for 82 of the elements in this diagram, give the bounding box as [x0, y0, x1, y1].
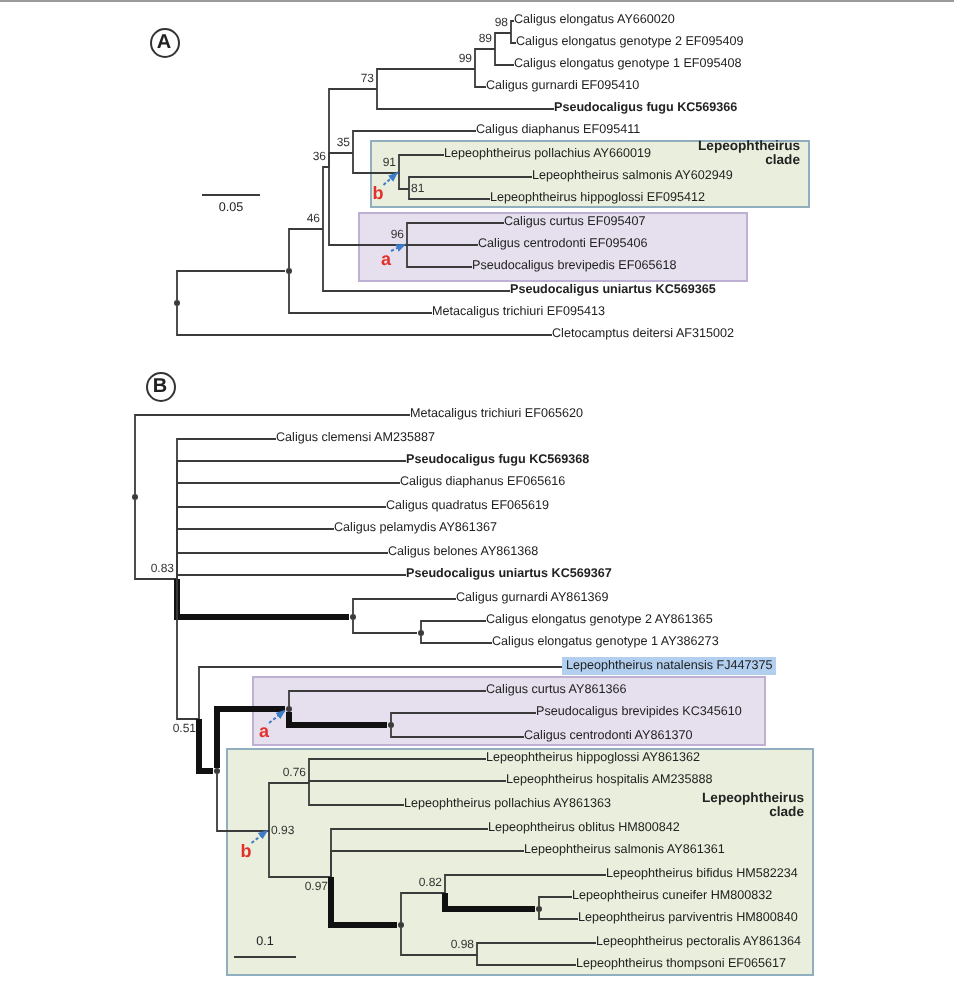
tree-branch — [376, 88, 555, 110]
thick-tree-branch — [214, 706, 285, 768]
tree-branch — [474, 68, 487, 88]
tree-branch — [176, 578, 200, 720]
tree-branch — [328, 166, 408, 246]
tree-branch — [288, 228, 324, 269]
tree-branch — [328, 152, 354, 168]
tree-branch — [474, 48, 496, 70]
arrow — [268, 708, 287, 724]
tree-branch — [406, 222, 505, 246]
tree-branch — [198, 666, 563, 720]
tree-branch — [398, 172, 410, 190]
thick-tree-branch — [442, 893, 535, 912]
panel-label: A — [149, 27, 179, 57]
clade-box — [358, 212, 748, 282]
tree-branch — [288, 273, 433, 314]
clade-box — [370, 140, 810, 208]
clade-letter: a — [259, 723, 269, 741]
tree-branch — [420, 635, 493, 644]
tree-branch — [476, 942, 597, 956]
panel-label: B — [145, 371, 175, 401]
tree-branch — [400, 927, 478, 956]
branch-node — [173, 299, 179, 305]
tree-branch — [538, 896, 573, 907]
clade-box — [252, 676, 766, 746]
arrow — [390, 243, 407, 252]
tree-branch — [322, 166, 330, 230]
clade-letter: a — [381, 251, 391, 269]
branch-node — [285, 267, 291, 273]
branch-node — [285, 705, 291, 711]
tree-branch — [268, 830, 332, 878]
tree-branch — [134, 414, 411, 495]
tree-branch — [308, 782, 405, 806]
tree-branch — [400, 892, 446, 923]
tree-branch — [308, 758, 487, 784]
tree-branch — [176, 305, 553, 336]
branch-node — [535, 905, 541, 911]
tree-branch — [510, 20, 515, 34]
tree-branch — [352, 152, 400, 174]
tree-branch — [390, 712, 537, 723]
tree-branch — [444, 874, 607, 894]
branch-node — [131, 493, 137, 499]
arrow — [250, 829, 269, 844]
branch-node — [417, 629, 423, 635]
clade-letter: b — [240, 843, 252, 861]
branch-node — [349, 613, 355, 619]
tree-branch — [352, 619, 418, 634]
tree-branch — [376, 68, 476, 90]
tree-branch — [352, 598, 457, 615]
tree-branch — [420, 620, 487, 631]
branch-node — [397, 921, 403, 927]
tree-branch — [390, 727, 525, 738]
tree-branch — [330, 850, 525, 878]
tree-branch — [176, 552, 389, 580]
clade-box — [226, 748, 814, 976]
tree-branch — [398, 154, 445, 174]
tree-branch — [408, 176, 533, 190]
tree-branch — [216, 773, 270, 832]
tree-branch — [408, 188, 491, 200]
tree-branch — [494, 48, 515, 66]
tree-branch — [406, 244, 479, 246]
tree-branch — [406, 244, 473, 268]
tree-branch — [176, 270, 286, 301]
tree-branch — [288, 690, 487, 707]
tree-branch — [510, 32, 517, 44]
tree-branch — [134, 499, 178, 580]
tree-branch — [268, 782, 310, 832]
tree-branch — [352, 130, 477, 154]
tree-branch — [538, 911, 579, 920]
tree-branch — [476, 954, 577, 966]
tree-branch — [176, 574, 407, 580]
clade-letter: b — [372, 185, 384, 203]
thick-tree-branch — [196, 719, 213, 774]
tree-branch — [322, 228, 511, 292]
tree-branch — [308, 780, 507, 784]
tree-branch — [494, 32, 512, 50]
thick-tree-branch — [328, 877, 397, 928]
branch-node — [213, 767, 219, 773]
thick-tree-branch — [174, 579, 349, 620]
branch-node — [387, 721, 393, 727]
arrow — [382, 171, 399, 186]
thick-tree-branch — [286, 712, 387, 728]
